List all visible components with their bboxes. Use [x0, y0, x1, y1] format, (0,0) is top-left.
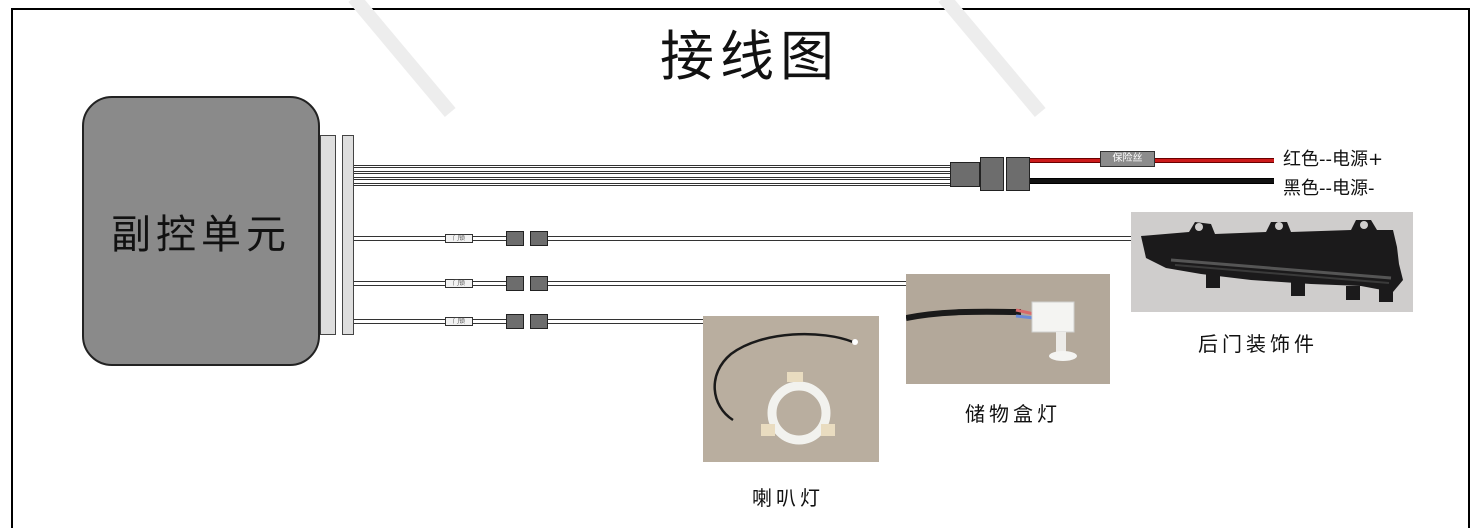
branch-wire [354, 236, 445, 241]
rear-door-trim-photo [1131, 212, 1413, 312]
branch-wire [354, 319, 445, 324]
black-wire [1030, 178, 1274, 184]
fuse: 保险丝 [1100, 151, 1155, 167]
storage-box-light-photo [906, 274, 1110, 384]
black-wire-label: 黑色--电源- [1283, 178, 1375, 199]
power-wire [354, 177, 952, 180]
branch-wire [473, 236, 507, 241]
connector-plate [342, 135, 354, 335]
power-wire [354, 171, 952, 174]
control-unit-label: 副控单元 [111, 212, 291, 258]
power-connector [1006, 157, 1030, 191]
branch-connector [506, 231, 524, 246]
rear-door-trim-caption: 后门装饰件 [1198, 332, 1318, 356]
speaker-light-photo [703, 316, 879, 462]
inline-fuse: 门锁 [445, 234, 473, 243]
inline-fuse: 门锁 [445, 317, 473, 326]
control-unit: 副控单元 [82, 96, 320, 366]
branch-connector [506, 314, 524, 329]
branch-wire [473, 319, 507, 324]
branch-wire [548, 281, 908, 286]
branch-wire [354, 281, 445, 286]
branch-connector [530, 314, 548, 329]
branch-wire [548, 319, 705, 324]
inline-fuse: 门锁 [445, 279, 473, 288]
branch-connector [506, 276, 524, 291]
connector-plate [320, 135, 336, 335]
diagram-title: 接线图 [660, 25, 840, 88]
speaker-light-caption: 喇叭灯 [752, 486, 824, 510]
power-wire [354, 165, 952, 168]
fuse-label: 保险丝 [1112, 153, 1143, 164]
power-wire [354, 183, 952, 186]
power-connector [950, 162, 980, 187]
branch-wire [473, 281, 507, 286]
diagram-frame [11, 8, 1470, 528]
red-wire-label: 红色--电源+ [1283, 149, 1384, 170]
branch-wire [548, 236, 1133, 241]
storage-box-light-caption: 储物盒灯 [965, 402, 1061, 426]
power-connector [980, 157, 1004, 191]
branch-connector [530, 231, 548, 246]
branch-connector [530, 276, 548, 291]
